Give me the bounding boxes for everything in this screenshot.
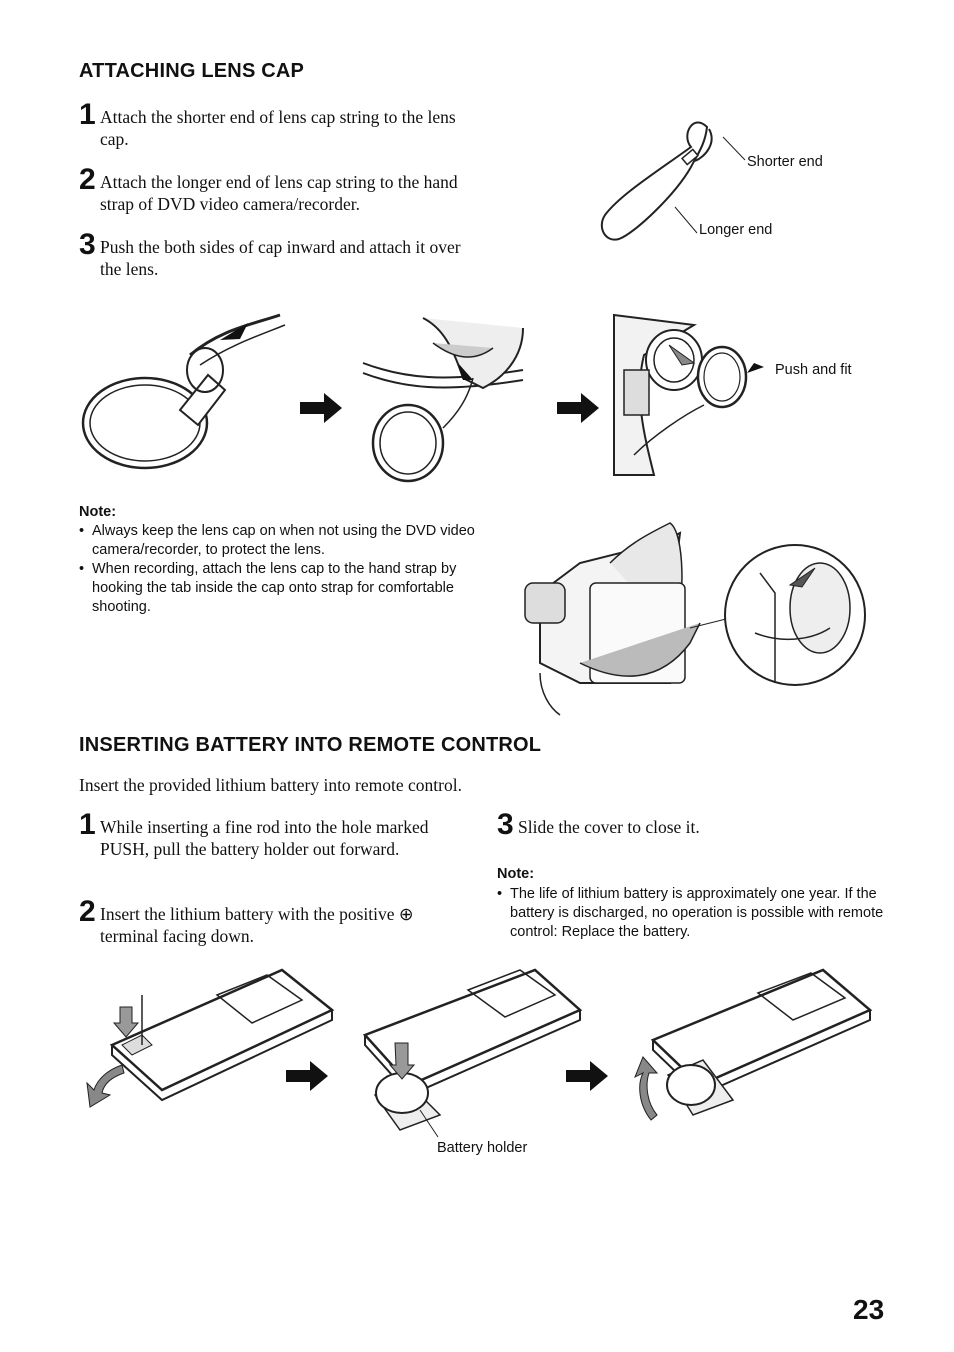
step-number: 1 <box>79 98 96 131</box>
camera-hand-strap-illustration <box>524 522 866 716</box>
step-number: 2 <box>79 163 96 196</box>
step-text: While inserting a fine rod into the hole… <box>100 817 429 859</box>
section-heading-lens-cap: ATTACHING LENS CAP <box>79 60 305 82</box>
arrow-right-icon <box>566 1061 608 1091</box>
step-number: 1 <box>79 808 96 841</box>
note-title: Note: <box>497 866 535 882</box>
arrow-right-icon <box>557 393 599 423</box>
label-battery-holder: Battery holder <box>437 1140 528 1156</box>
camera-lens-cap-illustration <box>613 313 764 476</box>
step-text: Attach the shorter end of lens cap strin… <box>100 107 456 149</box>
label-shorter-end: Shorter end <box>747 154 823 170</box>
arrow-right-icon <box>286 1061 328 1091</box>
step-number: 2 <box>79 895 96 928</box>
step-text: Attach the longer end of lens cap string… <box>100 172 458 214</box>
step-text: Slide the cover to close it. <box>518 817 700 837</box>
remote-close-cover-illustration <box>634 968 873 1121</box>
note-item: The life of lithium battery is approxima… <box>497 885 889 942</box>
note-title: Note: <box>79 504 117 520</box>
section-heading-battery: INSERTING BATTERY INTO REMOTE CONTROL <box>79 734 542 756</box>
battery-intro: Insert the provided lithium battery into… <box>79 775 462 795</box>
step-number: 3 <box>497 808 514 841</box>
step-number: 3 <box>79 228 96 261</box>
step-text: Push the both sides of cap inward and at… <box>100 237 461 279</box>
lens-cap-string-illustration <box>600 121 746 241</box>
remote-open-holder-illustration <box>86 968 335 1108</box>
page-number: 23 <box>853 1294 885 1325</box>
label-push-and-fit: Push and fit <box>775 362 852 378</box>
note-list: Always keep the lens cap on when not usi… <box>79 522 479 617</box>
label-longer-end: Longer end <box>699 222 773 238</box>
note-list: The life of lithium battery is approxima… <box>497 885 889 942</box>
lens-cap-string-attach-illustration <box>81 313 286 470</box>
note-item: Always keep the lens cap on when not usi… <box>79 522 479 560</box>
lens-cap-strap-illustration <box>362 317 524 483</box>
remote-insert-battery-illustration <box>362 968 583 1138</box>
step-text: Insert the lithium battery with the posi… <box>100 904 414 946</box>
arrow-right-icon <box>300 393 342 423</box>
note-item: When recording, attach the lens cap to t… <box>79 560 479 617</box>
